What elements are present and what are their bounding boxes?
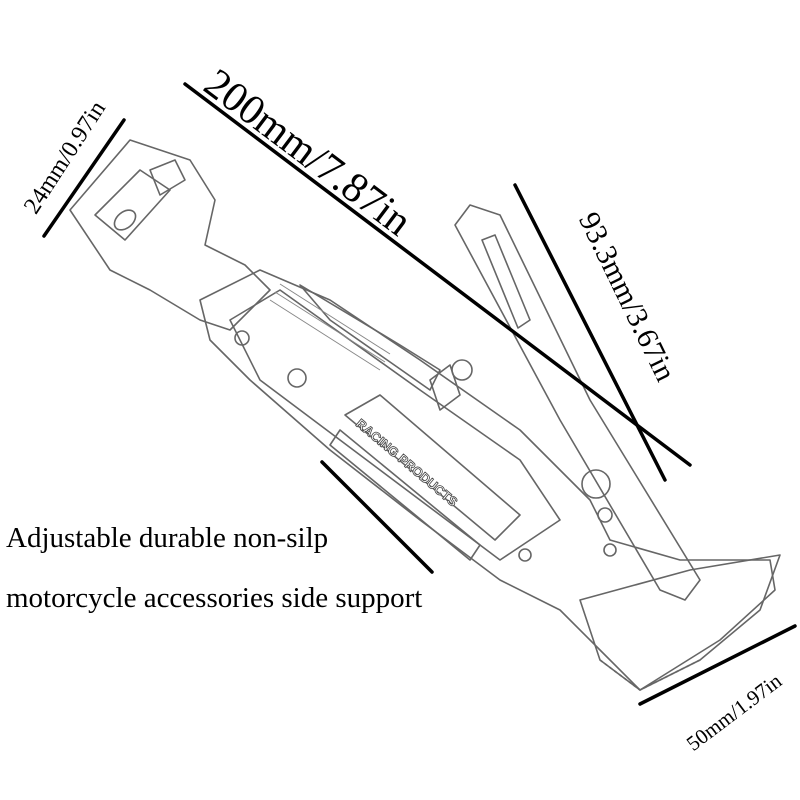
caption-pointer-line: [320, 460, 434, 574]
clevis-end: [69, 139, 271, 331]
dimension-line-arm: [513, 183, 667, 482]
dimension-line-foot: [638, 624, 797, 706]
dimension-line-width: [42, 118, 126, 238]
caption-line-2: motorcycle accessories side support: [6, 582, 423, 614]
dimension-line-length: [183, 82, 692, 467]
foot-plate: [579, 554, 781, 691]
adjustment-arm: [454, 204, 701, 601]
caption-line-1: Adjustable durable non-silp: [6, 522, 329, 554]
logo-plate: [344, 394, 521, 541]
main-body: [199, 269, 776, 691]
